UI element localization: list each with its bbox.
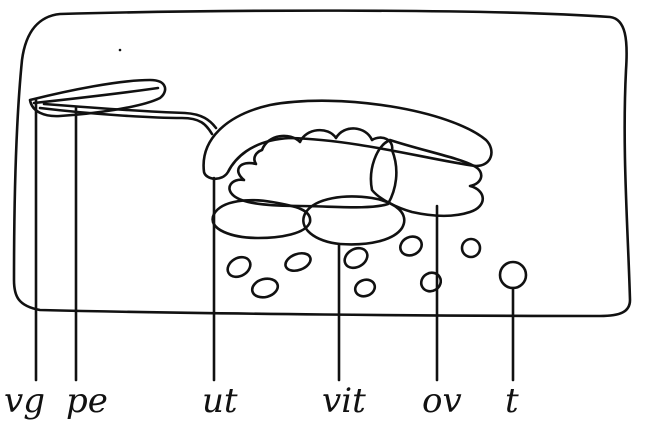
testis bbox=[397, 233, 425, 259]
label-ov: ov bbox=[422, 384, 462, 418]
uterus bbox=[204, 101, 492, 179]
label-pe: pe bbox=[66, 384, 108, 418]
testis bbox=[462, 239, 480, 257]
testis bbox=[283, 250, 313, 274]
label-vg: vg bbox=[4, 384, 45, 418]
leader-lines bbox=[36, 100, 513, 380]
testis bbox=[250, 276, 280, 300]
label-t: t bbox=[505, 384, 519, 418]
testis bbox=[353, 277, 377, 299]
label-ut: ut bbox=[202, 384, 238, 418]
testis bbox=[224, 253, 254, 281]
label-vit: vit bbox=[322, 384, 366, 418]
vitellarium-left-lobe bbox=[213, 200, 311, 238]
testis bbox=[500, 262, 526, 288]
ink-speck bbox=[119, 49, 122, 52]
testis bbox=[341, 244, 371, 272]
vitellarium-central-lobe bbox=[303, 197, 404, 245]
testis bbox=[418, 269, 444, 295]
body-outline bbox=[14, 11, 630, 316]
